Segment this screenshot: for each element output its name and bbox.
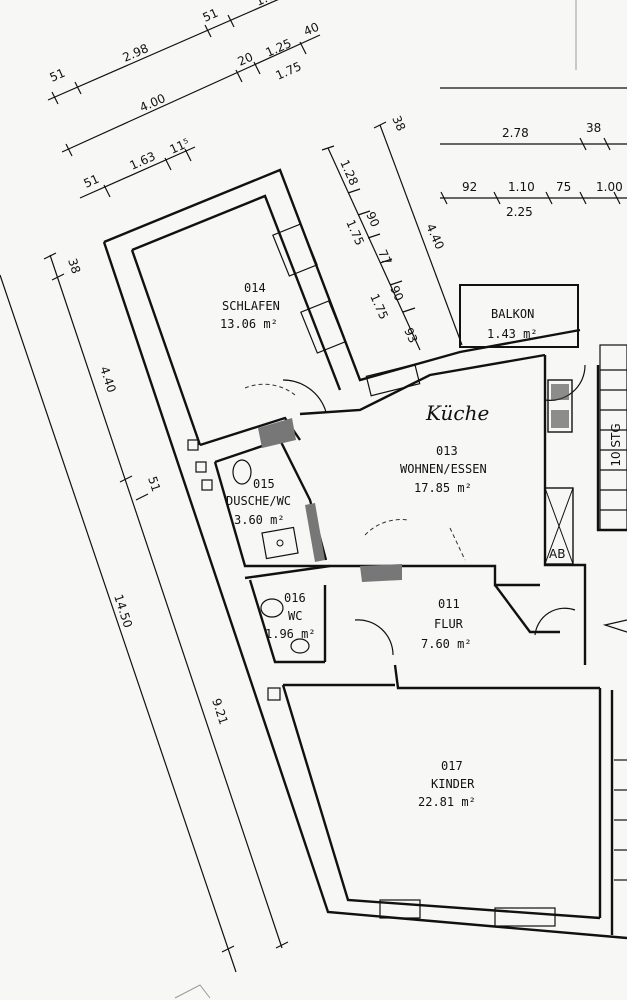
dim-1-25: 1.25 (264, 36, 294, 60)
kueche-note: Küche (425, 401, 489, 425)
windows (187, 223, 556, 927)
wc-name: WC (288, 609, 302, 623)
ab-label: AB (549, 547, 565, 561)
flur-area: 7.60 m² (421, 637, 472, 651)
dim-1-6: 1.6 (254, 0, 277, 9)
dim-11-5: 11⁵ (168, 136, 192, 157)
dim-38-right: 38 (586, 121, 601, 135)
wall-shading-b (360, 564, 402, 582)
door-swings (244, 364, 586, 656)
dim-51-a: 51 (48, 66, 68, 85)
shower-drain (276, 539, 284, 547)
dim-92: 92 (462, 180, 477, 194)
wall-shading-a (258, 418, 296, 448)
ab-cabinet (544, 487, 574, 565)
dim-1-75-a: 1.75 (343, 218, 367, 248)
dim-38-left: 38 (65, 257, 83, 276)
toilet-wc (260, 598, 284, 618)
dim-77: 77 (375, 248, 394, 268)
right-dimension-lines: 2.78 38 92 1.10 75 1.00 2.25 (440, 87, 627, 219)
bottom-marks (174, 0, 577, 999)
schlafen-number: 014 (244, 281, 266, 295)
dim-1-28: 1.28 (337, 158, 361, 188)
kinder-name: KINDER (431, 777, 475, 791)
dim-93: 93 (401, 326, 420, 346)
dim-2-25: 2.25 (506, 205, 533, 219)
dim-20: 20 (236, 50, 256, 69)
dim-51-c: 51 (82, 172, 102, 191)
dim-4-40-left: 4.40 (97, 365, 119, 395)
walls (102, 168, 627, 940)
dusche-name: DUSCHE/WC (226, 494, 291, 508)
kinder-number: 017 (441, 759, 463, 773)
dim-2-78: 2.78 (502, 126, 529, 140)
dim-1-75-b: 1.75 (367, 292, 391, 322)
dusche-number: 015 (253, 477, 275, 491)
sink-wc (290, 638, 310, 654)
wall-shading-c (305, 503, 325, 562)
kinder-area: 22.81 m² (418, 795, 476, 809)
dim-90-b: 90 (387, 284, 406, 304)
dusche-area: 3.60 m² (234, 513, 285, 527)
wc-number: 016 (284, 591, 306, 605)
dim-40: 40 (302, 20, 322, 39)
shower-tray (261, 526, 299, 560)
wc-area: 1.96 m² (265, 627, 316, 641)
dim-1-00: 1.00 (596, 180, 623, 194)
top-dimension-lines: 51 2.98 51 1.6 20 1.25 40 1.75 4.00 51 1… (48, 0, 322, 199)
fixtures: AB (232, 379, 574, 654)
dim-1-10: 1.10 (508, 180, 535, 194)
balkon-area: 1.43 m² (487, 327, 538, 341)
stair-label: 10 STG (609, 423, 623, 466)
room-labels: 014 SCHLAFEN 13.06 m² Küche 013 WOHNEN/E… (220, 281, 489, 809)
dim-1-75: 1.75 (274, 59, 304, 83)
dim-51-b: 51 (201, 6, 221, 25)
dim-75: 75 (556, 180, 571, 194)
left-dimension-chain: 38 4.40 51 9.21 14.50 (0, 252, 289, 973)
dim-14-50: 14.50 (111, 593, 135, 630)
dim-51-left: 51 (145, 475, 163, 494)
schlafen-name: SCHLAFEN (222, 299, 280, 313)
toilet-dusche (232, 459, 252, 485)
dim-9-21: 9.21 (209, 697, 231, 727)
flur-number: 011 (438, 597, 460, 611)
wohnen-area: 17.85 m² (414, 481, 472, 495)
balcony: BALKON 1.43 m² (459, 284, 579, 348)
dim-90-a: 90 (363, 210, 382, 230)
dim-38-diag: 38 (389, 114, 408, 134)
schlafen-area: 13.06 m² (220, 317, 278, 331)
staircase: 10 STG (584, 344, 627, 881)
kitchen-sink (547, 379, 573, 433)
flur-name: FLUR (434, 617, 464, 631)
balcony-dimension-chain: 1.28 90 1.75 77 90 1.75 93 38 4.40 (321, 114, 463, 351)
dim-4-40-diag: 4.40 (423, 222, 447, 252)
wohnen-name: WOHNEN/ESSEN (400, 462, 487, 476)
dim-1-63: 1.63 (128, 149, 158, 173)
balkon-label: BALKON (491, 307, 534, 321)
wohnen-number: 013 (436, 444, 458, 458)
